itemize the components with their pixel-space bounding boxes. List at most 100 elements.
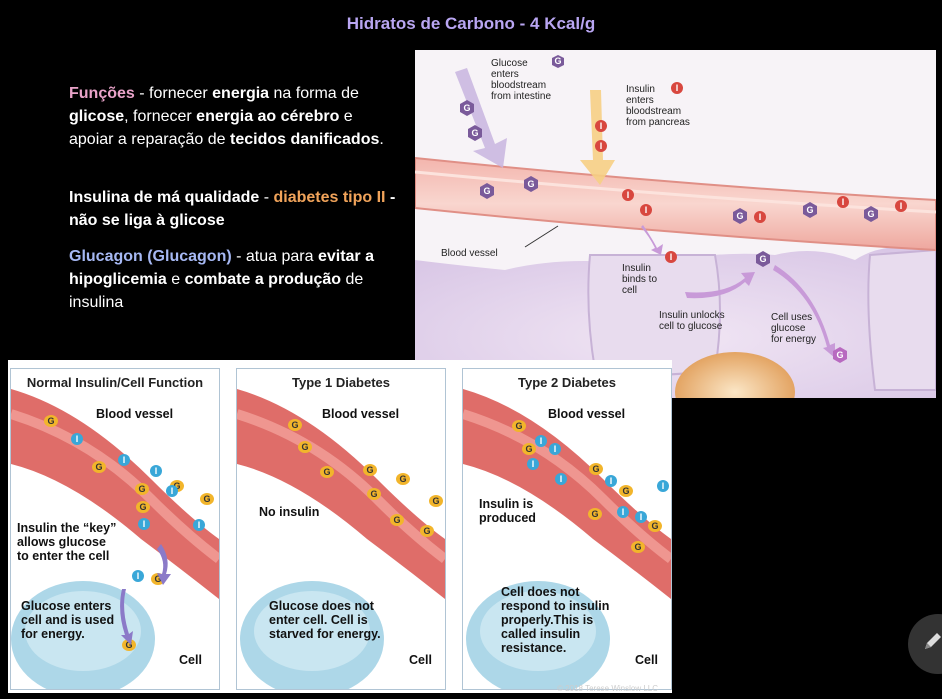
label-line: Cell uses — [771, 312, 813, 323]
panel-title: Type 1 Diabetes — [291, 375, 391, 390]
functions-term: Funções — [69, 85, 135, 102]
svg-text:I: I — [76, 434, 79, 444]
label-line: binds to — [622, 274, 658, 285]
no-insulin-note: No insulin — [259, 505, 319, 519]
glucose-molecule: G — [864, 206, 878, 222]
label-line: Insulin — [626, 84, 655, 95]
bold-span: tecidos danificados — [230, 131, 380, 148]
svg-text:G: G — [867, 209, 874, 219]
text-span: - — [259, 189, 274, 206]
glucose-molecule: G — [589, 463, 603, 475]
svg-text:G: G — [592, 464, 599, 474]
vessel-label: Blood vessel — [322, 407, 400, 421]
insulin-molecule: I — [132, 570, 144, 582]
label-line: glucose — [771, 323, 806, 334]
svg-text:G: G — [471, 128, 478, 138]
label-line: cell and is used — [21, 613, 115, 627]
cell-label: Cell — [409, 653, 432, 667]
svg-text:I: I — [610, 476, 613, 486]
text-span: - fornecer — [134, 85, 213, 102]
glucose-molecule: G — [756, 251, 770, 267]
text-span: . — [379, 131, 384, 148]
bold-span: evitar a hipoglicemia — [69, 248, 374, 288]
svg-text:I: I — [171, 486, 174, 496]
pencil-icon — [925, 633, 941, 649]
label-line: No insulin — [259, 505, 320, 519]
label-line: cell — [622, 285, 638, 296]
cell-note: Glucose does not enter cell. Cell is sta… — [269, 599, 381, 641]
label-line: from intestine — [491, 91, 552, 102]
svg-text:G: G — [634, 542, 641, 552]
label-line: enter cell. Cell is — [269, 613, 368, 627]
svg-text:G: G — [370, 489, 377, 499]
panel-type1: G G G G G G G G G Type 1 Diabetes Blood … — [236, 368, 446, 690]
vessel-label: Blood vessel — [548, 407, 626, 421]
insulin-molecule: I — [657, 480, 669, 492]
glucose-molecule: G — [288, 419, 302, 431]
label-line: enters — [491, 69, 519, 80]
label-line: Insulin — [622, 263, 651, 274]
functions-paragraph: Funções - fornecer energia na forma de g… — [69, 82, 399, 151]
label-line: Glucose enters — [21, 599, 112, 613]
cell-label: Cell — [635, 653, 658, 667]
insulin-molecule: I — [665, 251, 677, 263]
svg-text:I: I — [155, 466, 158, 476]
bold-span: energia ao cérebro — [196, 108, 340, 125]
insulin-produced-note: Insulin is produced — [479, 497, 536, 525]
svg-text:G: G — [622, 486, 629, 496]
svg-text:I: I — [640, 512, 643, 522]
insulin-glucose-illustration: G G G G G G G G G G I I I I I I I I I Gl… — [415, 50, 936, 398]
glucagon-paragraph: Glucagon (Glucagon) - atua para evitar a… — [69, 245, 399, 314]
insulin-molecule: I — [635, 511, 647, 523]
label-line: for energy. — [21, 627, 85, 641]
insulin-molecule: I — [150, 465, 162, 477]
glucose-molecule: G — [320, 466, 334, 478]
insulin-molecule: I — [595, 120, 607, 132]
svg-text:G: G — [301, 442, 308, 452]
annotate-pencil-button[interactable] — [908, 614, 942, 674]
glucose-molecule: G — [429, 495, 443, 507]
svg-text:G: G — [366, 465, 373, 475]
insulin-enters-label: Insulin enters bloodstream from pancreas — [626, 84, 690, 128]
svg-text:I: I — [842, 197, 845, 207]
glucose-molecule: G — [803, 202, 817, 218]
label-line: Insulin the “key” — [17, 521, 117, 535]
glucose-molecule: G — [480, 183, 494, 199]
glucose-molecule: G — [363, 464, 377, 476]
insulin-molecule: I — [138, 518, 150, 530]
svg-text:I: I — [198, 520, 201, 530]
label-line: to enter the cell — [17, 549, 110, 563]
glucose-molecule: G — [420, 525, 434, 537]
cell-note: Cell does not respond to insulin properl… — [501, 585, 609, 655]
insulin-molecule: I — [754, 211, 766, 223]
svg-text:G: G — [554, 56, 561, 66]
panel-type1-illustration: G G G G G G G G G — [237, 389, 445, 689]
glucose-molecule: G — [298, 441, 312, 453]
page-title: Hidratos de Carbono - 4 Kcal/g — [346, 14, 596, 33]
svg-text:G: G — [525, 444, 532, 454]
svg-text:I: I — [532, 459, 535, 469]
svg-text:I: I — [540, 436, 543, 446]
svg-text:G: G — [463, 103, 470, 113]
glucose-molecule: G — [135, 483, 149, 495]
insulin-molecule: I — [671, 82, 683, 94]
glucose-molecule: G — [396, 473, 410, 485]
cell-uses-glucose-label: Cell uses glucose for energy — [771, 312, 816, 345]
label-line: for energy — [771, 334, 817, 345]
text-span: e apoiar a reparação de — [69, 108, 353, 148]
label-line: allows glucose — [17, 535, 106, 549]
label-line: Insulin is — [479, 497, 534, 511]
label-line: cell to glucose — [659, 321, 723, 332]
insulin-molecule: I — [118, 454, 130, 466]
label-line: starved for energy. — [269, 627, 381, 641]
glucose-molecule: G — [512, 420, 526, 432]
insulin-binds-label: Insulin binds to cell — [622, 263, 657, 296]
label-line: Insulin unlocks — [659, 310, 725, 321]
svg-text:G: G — [47, 416, 54, 426]
svg-text:I: I — [759, 212, 762, 222]
insulin-molecule: I — [555, 473, 567, 485]
label-line: bloodstream — [626, 106, 682, 117]
svg-text:I: I — [622, 507, 625, 517]
panel-title: Normal Insulin/Cell Function — [26, 375, 204, 390]
svg-text:G: G — [125, 640, 132, 650]
